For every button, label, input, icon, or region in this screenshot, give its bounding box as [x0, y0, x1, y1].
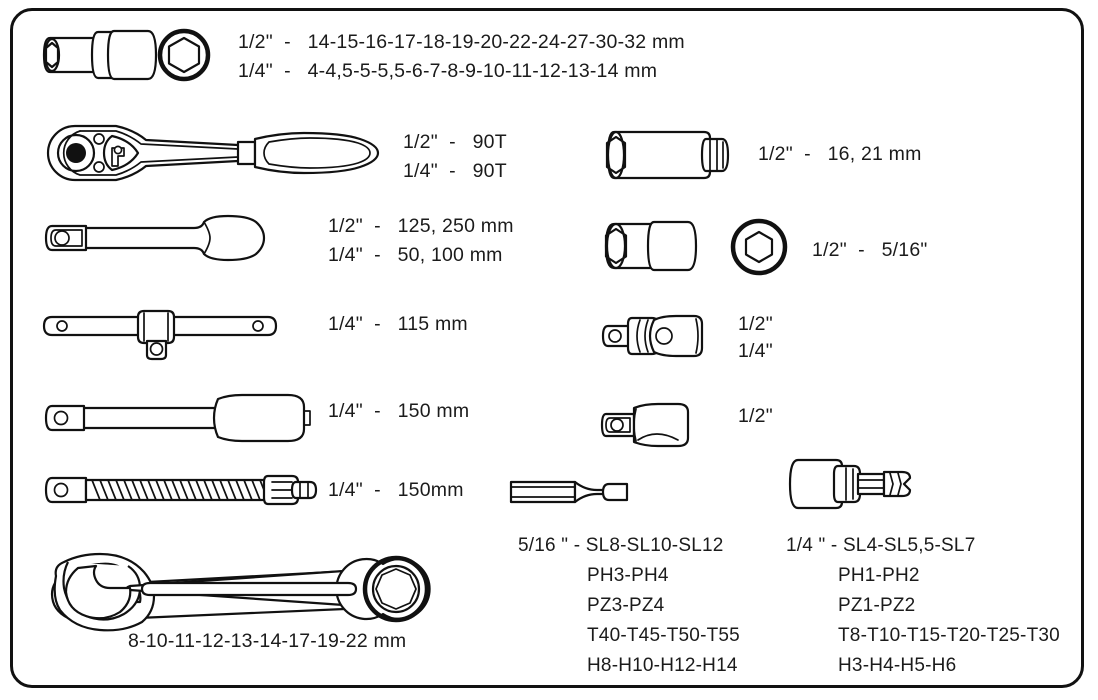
spark-plug-socket [600, 126, 735, 184]
bits-1-4-line-4: T8-T10-T15-T20-T25-T30 [838, 625, 1060, 646]
socket-end-view [155, 26, 213, 84]
bits-1-4-line-5: H3-H4-H5-H6 [838, 655, 957, 676]
extension-spec-quarter: 1/4" - 50, 100 mm [328, 244, 503, 266]
hex-bit-socket-end-view [728, 216, 790, 278]
universal-joint-spec-half: 1/2" [738, 313, 773, 335]
drive-adapter-spec: 1/2" [738, 405, 773, 427]
bits-5-16-line-2: PH3-PH4 [587, 565, 669, 586]
ratchet-spec-quarter: 1/4" - 90T [403, 160, 507, 182]
spark-plug-socket-spec: 1/2" - 16, 21 mm [758, 143, 922, 165]
ratchet-spec-half: 1/2" - 90T [403, 131, 507, 153]
ratchet-handle [42, 122, 382, 184]
torx-bit-socket [780, 452, 920, 516]
universal-joint-spec-quarter: 1/4" [738, 340, 773, 362]
combination-wrench-caption: 8-10-11-12-13-14-17-19-22 mm [128, 630, 407, 652]
bits-1-4-header: 1/4 " - SL4-SL5,5-SL7 [786, 535, 976, 556]
extension-bar [42, 212, 272, 264]
hex-bit-socket-spec: 1/2" - 5/16" [812, 239, 928, 261]
bits-1-4-line-3: PZ1-PZ2 [838, 595, 916, 616]
sliding-t-handle [40, 305, 280, 361]
spinner-handle [42, 393, 312, 443]
slotted-bit [505, 470, 635, 514]
combination-wrench [38, 552, 458, 632]
bits-1-4-line-2: PH1-PH2 [838, 565, 920, 586]
sockets-spec-half: 1/2" - 14-15-16-17-18-19-20-22-24-27-30-… [238, 31, 685, 53]
flexible-extension [42, 470, 322, 510]
socket-side-view [40, 24, 170, 86]
bits-5-16-line-5: H8-H10-H12-H14 [587, 655, 738, 676]
flexible-extension-spec: 1/4" - 150mm [328, 479, 464, 501]
sockets-spec-quarter: 1/4" - 4-4,5-5-5,5-6-7-8-9-10-11-12-13-1… [238, 60, 658, 82]
extension-spec-half: 1/2" - 125, 250 mm [328, 215, 514, 237]
hex-bit-socket [600, 216, 710, 276]
bits-5-16-header: 5/16 " - SL8-SL10-SL12 [518, 535, 724, 556]
bits-5-16-line-3: PZ3-PZ4 [587, 595, 665, 616]
spinner-handle-spec: 1/4" - 150 mm [328, 400, 470, 422]
bits-5-16-line-4: T40-T45-T50-T55 [587, 625, 740, 646]
sheet-border [10, 8, 1084, 688]
t-handle-spec: 1/4" - 115 mm [328, 313, 468, 335]
universal-joint [600, 310, 710, 362]
drive-adapter [600, 400, 700, 450]
